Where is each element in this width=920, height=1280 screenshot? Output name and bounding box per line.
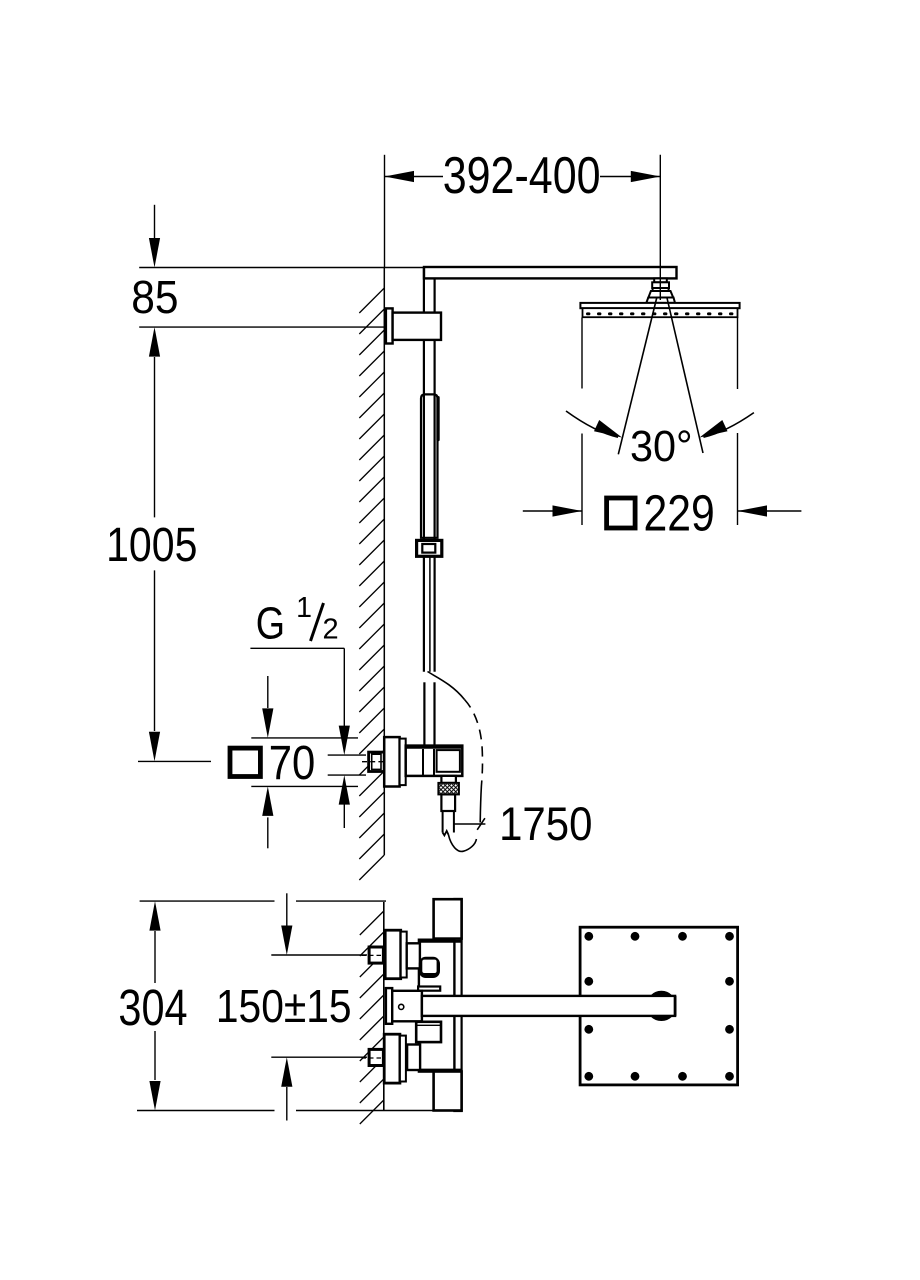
svg-text:392-400: 392-400 xyxy=(443,147,601,205)
svg-text:1005: 1005 xyxy=(106,519,197,572)
svg-text:1750: 1750 xyxy=(499,797,592,850)
svg-text:G: G xyxy=(256,598,285,649)
svg-text:150±15: 150±15 xyxy=(216,980,352,1032)
svg-text:30°: 30° xyxy=(630,422,693,471)
svg-text:85: 85 xyxy=(131,271,178,323)
svg-text:304: 304 xyxy=(118,979,187,1036)
svg-text:70: 70 xyxy=(269,737,316,790)
svg-text:1: 1 xyxy=(296,592,312,624)
svg-text:229: 229 xyxy=(644,484,715,541)
svg-text:2: 2 xyxy=(323,614,339,646)
